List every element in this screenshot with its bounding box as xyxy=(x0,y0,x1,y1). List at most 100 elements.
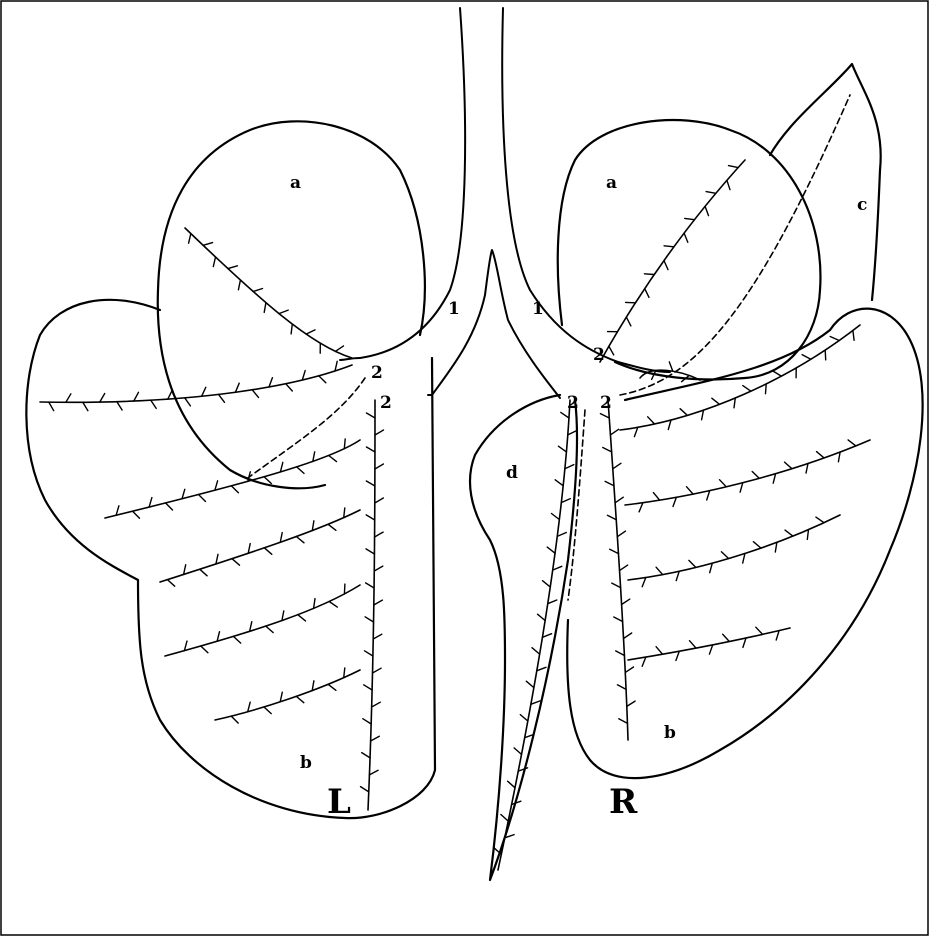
right-middle-lobe-label: c xyxy=(857,195,867,215)
bronchiole-tick xyxy=(344,508,345,518)
bronchiole-tick xyxy=(645,289,649,298)
bronchiole-tick xyxy=(721,552,728,559)
bronchiole-tick xyxy=(344,668,345,678)
bronchiole-tick xyxy=(363,719,371,724)
bronchiole-tick xyxy=(371,736,380,741)
bronchiole-tick xyxy=(280,692,282,702)
bronchiole-tick xyxy=(603,448,612,452)
bronchiole-tick xyxy=(269,378,272,387)
bronchiole-tick xyxy=(367,413,376,418)
bronchiole-tick xyxy=(653,493,659,501)
bronchiole-tick xyxy=(825,350,826,360)
bronchiole-tick xyxy=(373,668,382,673)
bronchiole-tick xyxy=(375,498,384,503)
bronchiole-tick xyxy=(552,514,560,520)
bronchiole-tick xyxy=(620,565,628,571)
left-lower-branch-1 xyxy=(105,440,360,518)
bronchiole-tick xyxy=(184,641,187,651)
bronchiole-tick xyxy=(329,602,337,608)
bronchiole-tick xyxy=(542,634,551,638)
bronchiole-tick xyxy=(644,274,654,275)
trachea-and-main-bronchi xyxy=(340,8,670,398)
bronchial-trees xyxy=(40,95,870,870)
bronchiole-tick xyxy=(706,192,716,194)
bronchiole-tick xyxy=(189,234,191,244)
bronchiole-tick xyxy=(743,554,745,564)
bronchiole-tick xyxy=(553,566,562,570)
bronchiole-tick xyxy=(720,480,727,487)
bronchiole-tick xyxy=(199,495,206,502)
bronchiole-tick xyxy=(615,497,623,503)
bronchiole-tick xyxy=(344,439,345,449)
bronchiole-tick xyxy=(690,641,697,648)
bronchiole-tick xyxy=(201,646,208,653)
bronchiole-tick xyxy=(328,524,336,530)
bronchiole-tick xyxy=(248,702,251,712)
bronchiole-tick xyxy=(298,615,306,621)
bronchiole-tick xyxy=(776,631,779,640)
bronchiole-tick xyxy=(526,681,534,687)
bronchiole-tick xyxy=(807,530,808,540)
bronchiole-tick xyxy=(727,180,730,189)
bronchiole-tick xyxy=(375,532,384,537)
bronchiole-tick xyxy=(200,569,207,576)
bronchiole-tick xyxy=(264,303,266,313)
bronchiole-tick xyxy=(366,515,375,520)
bronchiole-tick xyxy=(547,547,555,553)
bronchiole-tick xyxy=(806,464,808,474)
right-middle-lobe-outline xyxy=(770,64,881,300)
bronchiole-tick xyxy=(100,394,105,403)
bronchiole-tick xyxy=(634,427,637,436)
left-lower-branch-4 xyxy=(215,670,360,720)
right-lower-branch-4 xyxy=(628,628,790,660)
bronchiole-tick xyxy=(817,452,825,458)
left-upper-apical-bronchus xyxy=(185,228,352,358)
bronchiole-tick xyxy=(773,371,781,376)
bronchiole-tick xyxy=(775,542,777,552)
bronchiole-tick xyxy=(375,464,384,469)
bronchiole-tick xyxy=(548,600,557,604)
right-upper-bronchus xyxy=(600,160,745,362)
bronchiole-tick xyxy=(648,417,655,424)
bronchiole-tick xyxy=(687,487,694,494)
bronchiole-tick xyxy=(185,398,191,406)
right-lower-branch-2 xyxy=(625,440,870,505)
bronchiole-tick xyxy=(184,565,186,575)
bronchiole-tick xyxy=(656,647,662,655)
bronchiole-tick xyxy=(367,447,376,452)
bronchiole-tick xyxy=(743,386,751,392)
bronchiole-tick xyxy=(366,583,375,588)
bronchiole-tick xyxy=(375,430,384,435)
bronchiole-tick xyxy=(319,376,326,383)
bronchiole-tick xyxy=(622,599,630,604)
carina xyxy=(432,250,560,398)
bronchiole-tick xyxy=(344,584,345,594)
left-main-bronchus-label: 1 xyxy=(448,299,460,319)
bronchiole-tick xyxy=(231,486,238,493)
bronchiole-tick xyxy=(364,685,372,690)
bronchiole-tick xyxy=(773,474,775,484)
bronchiole-tick xyxy=(613,463,621,469)
bronchiole-tick xyxy=(312,521,314,531)
bronchiole-tick xyxy=(656,567,663,574)
bronchiole-tick xyxy=(83,402,88,410)
bronchiole-tick xyxy=(302,371,305,380)
right-middle-dashed-bronchus xyxy=(620,95,850,395)
bronchiole-tick xyxy=(314,599,315,609)
right-lower-lobe-label: b xyxy=(664,723,676,743)
bronchiole-tick xyxy=(168,390,172,399)
bronchiole-tick xyxy=(617,531,625,537)
bronchiole-tick xyxy=(785,530,793,536)
bronchiole-tick xyxy=(853,331,854,341)
bronchiole-tick xyxy=(264,707,271,714)
bronchiole-tick xyxy=(723,634,730,641)
bronchiole-tick xyxy=(151,400,156,408)
bronchiole-tick xyxy=(600,414,609,418)
bronchiole-tick xyxy=(785,462,792,469)
bronchiole-tick xyxy=(264,477,271,484)
bronchiole-tick xyxy=(213,257,215,267)
bronchiole-tick xyxy=(610,549,619,553)
bronchiole-tick xyxy=(520,715,528,721)
bronchiole-tick xyxy=(664,261,668,270)
